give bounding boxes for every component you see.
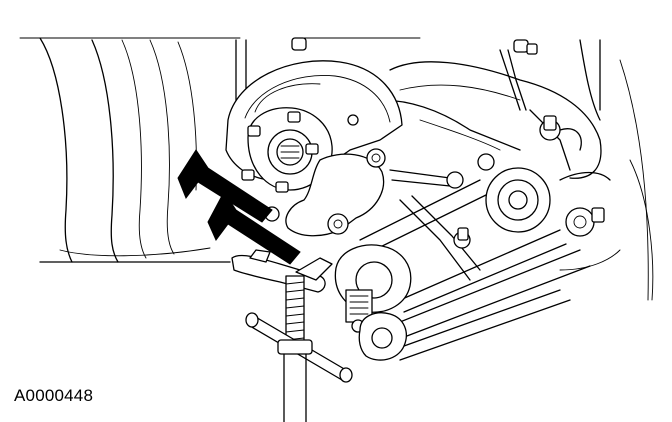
top-bolts <box>291 37 538 111</box>
half-shaft <box>334 244 412 333</box>
frame-rails <box>235 37 654 301</box>
figure-id-label: A0000448 <box>14 386 94 405</box>
jack-tool <box>231 249 353 422</box>
arrow-icon <box>177 149 301 265</box>
wheel-studs <box>241 111 319 193</box>
wheel-hub <box>241 107 333 193</box>
fender-liner <box>19 37 241 263</box>
steering-knuckle <box>264 148 464 237</box>
lower-arm-bushing <box>358 289 571 361</box>
right-bushings <box>453 115 621 271</box>
lateral-links <box>359 179 591 345</box>
